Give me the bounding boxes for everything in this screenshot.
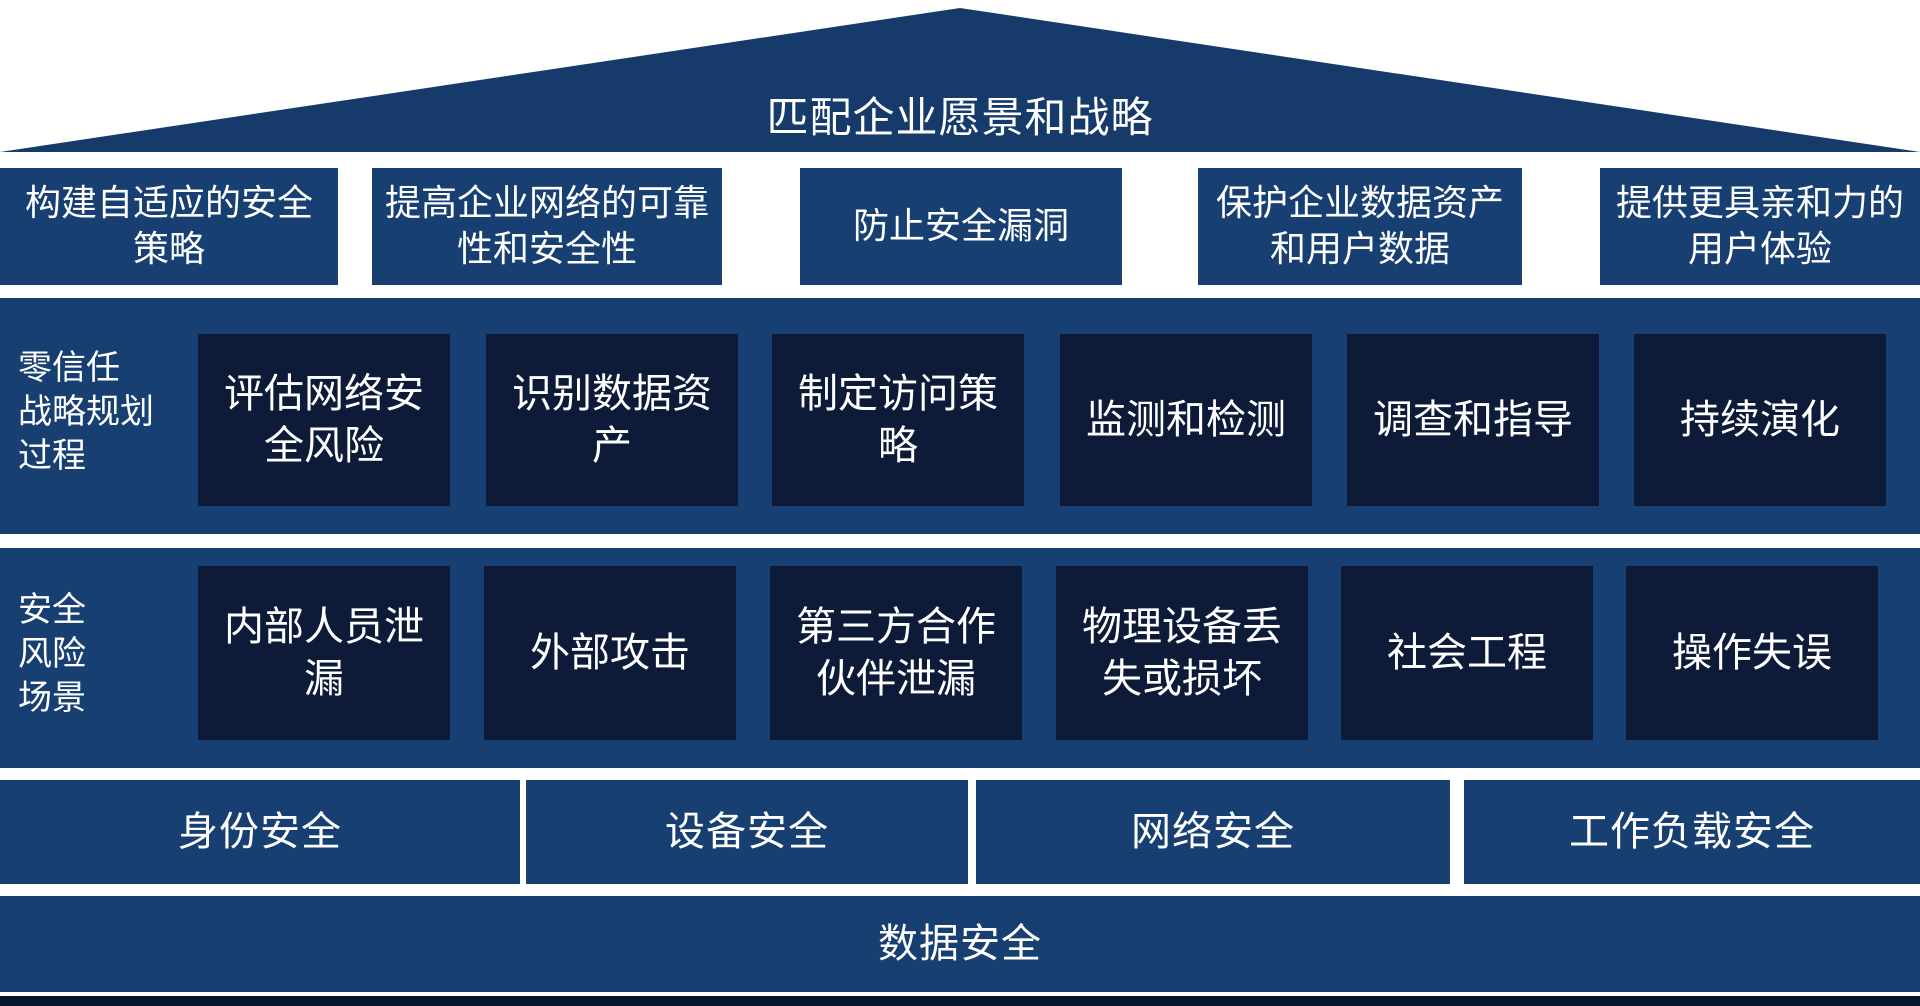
goal-prevent-vulnerabilities: 防止安全漏洞 — [800, 168, 1122, 285]
roof-shape — [0, 8, 1920, 152]
bottom-edge — [0, 996, 1920, 1006]
goal-network-reliability: 提高企业网络的可靠性和安全性 — [372, 168, 722, 285]
step-investigate-guide: 调查和指导 — [1347, 334, 1599, 506]
roof-title: 匹配企业愿景和战略 — [766, 93, 1154, 142]
step-define-access-policy: 制定访问策略 — [772, 334, 1024, 506]
step-continuous-evolution: 持续演化 — [1634, 334, 1886, 506]
step-monitor-detect: 监测和检测 — [1060, 334, 1312, 506]
pillar-workload-security: 工作负载安全 — [1464, 780, 1920, 884]
risk-insider-leak: 内部人员泄漏 — [198, 566, 450, 740]
step-assess-risk: 评估网络安全风险 — [198, 334, 450, 506]
risk-device-loss: 物理设备丢失或损坏 — [1056, 566, 1308, 740]
goal-protect-data-assets: 保护企业数据资产和用户数据 — [1198, 168, 1522, 285]
pillar-network-security: 网络安全 — [976, 780, 1450, 884]
foundation-data-security: 数据安全 — [0, 896, 1920, 992]
pillar-device-security: 设备安全 — [526, 780, 968, 884]
zero-trust-planning-label: 零信任 战略规划 过程 — [18, 348, 154, 476]
risk-operation-error: 操作失误 — [1626, 566, 1878, 740]
security-risk-label: 安全 风险 场景 — [18, 590, 86, 718]
risk-external-attack: 外部攻击 — [484, 566, 736, 740]
goal-user-experience: 提供更具亲和力的用户体验 — [1600, 168, 1920, 285]
risk-third-party-leak: 第三方合作伙伴泄漏 — [770, 566, 1022, 740]
risk-social-engineering: 社会工程 — [1341, 566, 1593, 740]
goal-adaptive-policy: 构建自适应的安全策略 — [0, 168, 338, 285]
pillar-identity-security: 身份安全 — [0, 780, 520, 884]
step-identify-data-assets: 识别数据资产 — [486, 334, 738, 506]
